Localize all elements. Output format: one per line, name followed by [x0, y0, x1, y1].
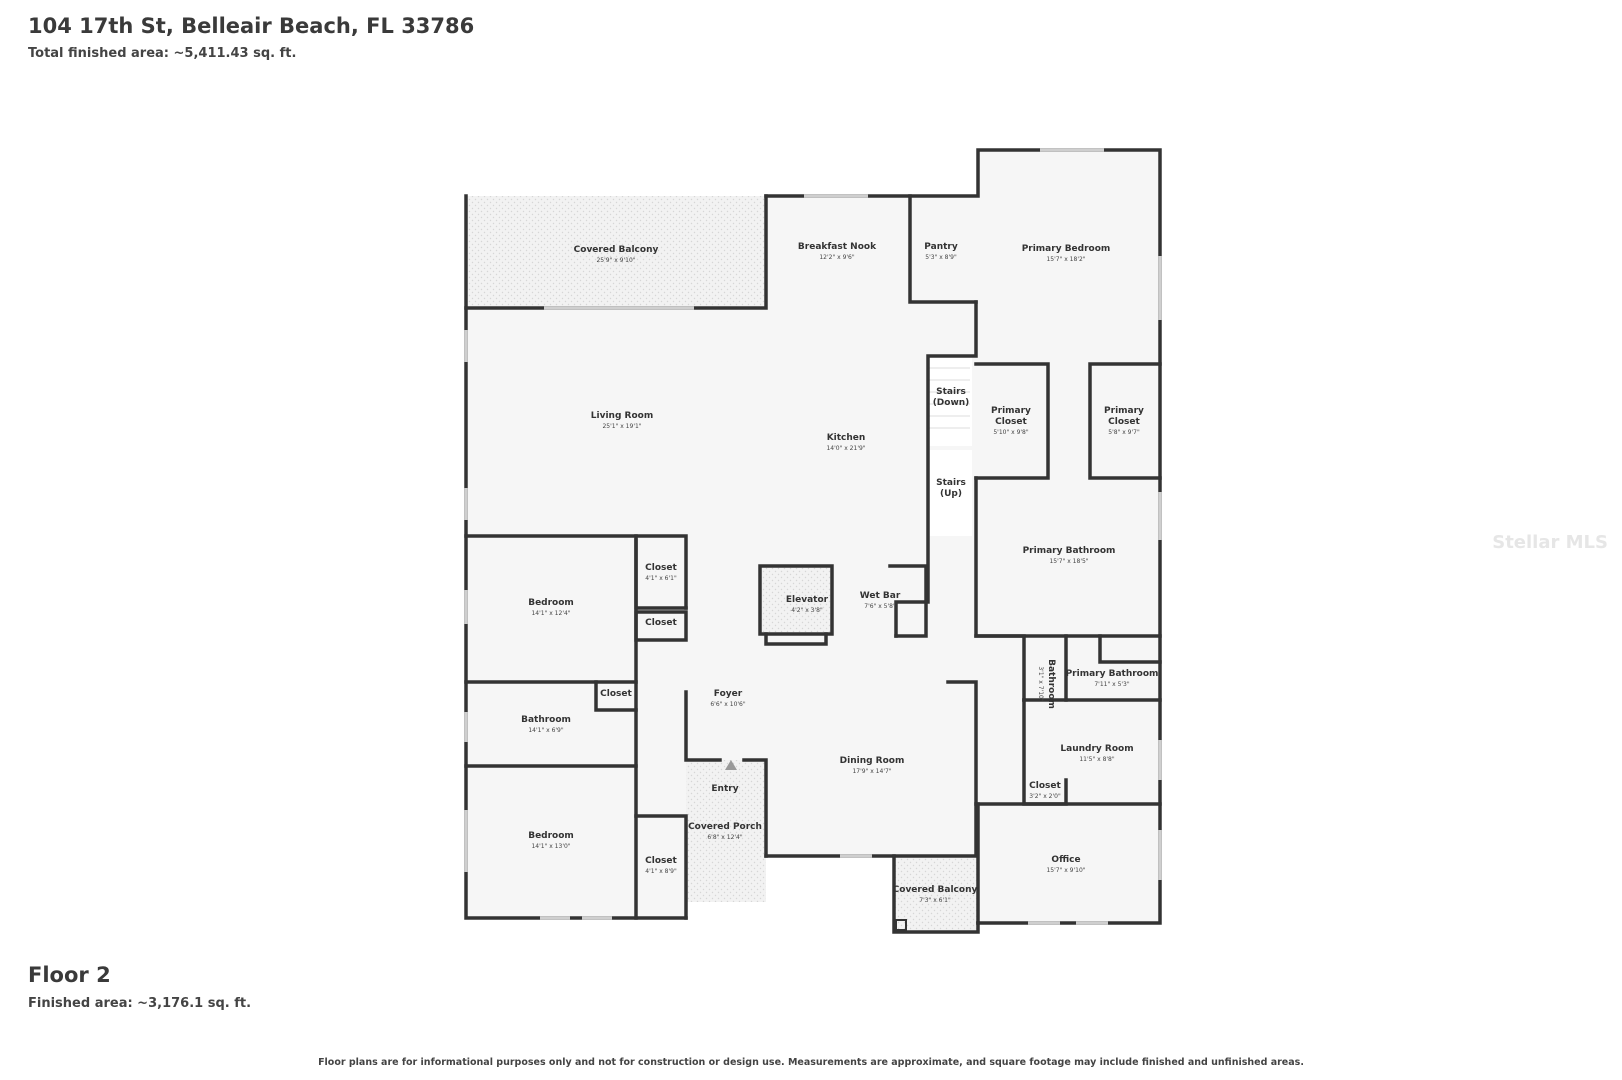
kitchen-dims: 14'0" x 21'9" — [826, 445, 865, 452]
floor-area-text: Finished area: ~3,176.1 sq. ft. — [28, 996, 252, 1011]
covered-balcony-top-dims: 25'9" x 9'10" — [596, 257, 635, 264]
laundry-room-dims: 11'5" x 8'8" — [1079, 756, 1115, 763]
stairs-up-label: Stairs — [936, 478, 966, 488]
bedroom-top-label: Bedroom — [528, 598, 574, 608]
bathroom-small-label-group: Bathroom 3'1" x 7'10" — [1037, 659, 1056, 709]
covered-balcony-top-label: Covered Balcony — [574, 245, 659, 255]
primary-closet-right-label: Primary — [1104, 406, 1144, 416]
stairs-down-label-2: (Down) — [933, 398, 970, 408]
wet-bar-label: Wet Bar — [860, 591, 901, 601]
primary-bathroom-small-label: Primary Bathroom — [1066, 669, 1159, 679]
closet-e-dims: 4'1" x 8'9" — [645, 868, 677, 875]
foyer-label: Foyer — [714, 689, 743, 699]
primary-closet-right-label-2: Closet — [1108, 417, 1140, 427]
watermark-text: Stellar MLS — [1492, 532, 1608, 553]
dining-room-dims: 17'9" x 14'7" — [852, 768, 891, 775]
stairs-up-label-2: (Up) — [940, 489, 962, 499]
covered-porch-label: Covered Porch — [688, 822, 762, 832]
foyer-dims: 6'6" x 10'6" — [710, 701, 746, 708]
bathroom-small-dims: 3'1" x 7'10" — [1037, 666, 1044, 702]
pantry-dims: 5'3" x 8'9" — [925, 254, 957, 261]
living-room-dims: 25'1" x 19'1" — [602, 423, 641, 430]
windows — [464, 148, 1162, 925]
breakfast-nook-label: Breakfast Nook — [798, 242, 877, 252]
elevator-dims: 4'2" x 3'8" — [791, 607, 823, 614]
kitchen-label: Kitchen — [827, 433, 866, 443]
office-label: Office — [1051, 855, 1080, 865]
disclaimer-text: Floor plans are for informational purpos… — [318, 1057, 1304, 1068]
pillar-mark — [895, 919, 907, 931]
total-area-text: Total finished area: ~5,411.43 sq. ft. — [28, 46, 297, 61]
closet-b-label: Closet — [645, 618, 677, 628]
office-dims: 15'7" x 9'10" — [1046, 867, 1085, 874]
primary-bathroom-large-dims: 15'7" x 18'5" — [1049, 558, 1088, 565]
laundry-room-label: Laundry Room — [1060, 744, 1133, 754]
primary-closet-right-dims: 5'8" x 9'7" — [1108, 429, 1140, 436]
bathroom-small-label: Bathroom — [1046, 659, 1056, 709]
wet-bar-dims: 7'6" x 5'8" — [864, 603, 896, 610]
address-title: 104 17th St, Belleair Beach, FL 33786 — [28, 14, 475, 38]
primary-closet-left-dims: 5'10" x 9'8" — [993, 429, 1029, 436]
covered-porch-dims: 6'8" x 12'4" — [707, 834, 743, 841]
primary-closet-left-label: Primary — [991, 406, 1031, 416]
closet-a-dims: 4'1" x 6'1" — [645, 575, 677, 582]
bedroom-bottom-dims: 14'1" x 13'0" — [531, 843, 570, 850]
closet-e-label: Closet — [645, 856, 677, 866]
elevator-label: Elevator — [786, 595, 829, 605]
floor-title: Floor 2 — [28, 963, 111, 987]
closet-c-label: Closet — [600, 689, 632, 699]
pantry-label: Pantry — [924, 242, 958, 252]
living-room-label: Living Room — [591, 411, 653, 421]
floor-fill — [466, 150, 1160, 932]
covered-balcony-bottom-label: Covered Balcony — [893, 885, 978, 895]
entry-arrow-icon — [725, 760, 737, 770]
closet-d-dims: 3'2" x 2'0" — [1029, 793, 1061, 800]
dining-room-label: Dining Room — [840, 756, 905, 766]
primary-bedroom-dims: 15'7" x 18'2" — [1046, 256, 1085, 263]
closet-d-label: Closet — [1029, 781, 1061, 791]
primary-bedroom-label: Primary Bedroom — [1022, 244, 1111, 254]
closet-a-label: Closet — [645, 563, 677, 573]
covered-balcony-bottom-dims: 7'3" x 6'1" — [919, 897, 951, 904]
entry-label: Entry — [711, 784, 738, 794]
bathroom-left-dims: 14'1" x 6'9" — [528, 727, 564, 734]
primary-closet-left-label-2: Closet — [995, 417, 1027, 427]
breakfast-nook-dims: 12'2" x 9'6" — [819, 254, 855, 261]
bedroom-bottom-label: Bedroom — [528, 831, 574, 841]
stairs-treads — [928, 367, 970, 429]
stairs-down-label: Stairs — [936, 387, 966, 397]
primary-bathroom-large-label: Primary Bathroom — [1023, 546, 1116, 556]
bedroom-top-dims: 14'1" x 12'4" — [531, 610, 570, 617]
bathroom-left-label: Bathroom — [521, 715, 571, 725]
primary-bathroom-small-dims: 7'11" x 5'3" — [1094, 681, 1130, 688]
